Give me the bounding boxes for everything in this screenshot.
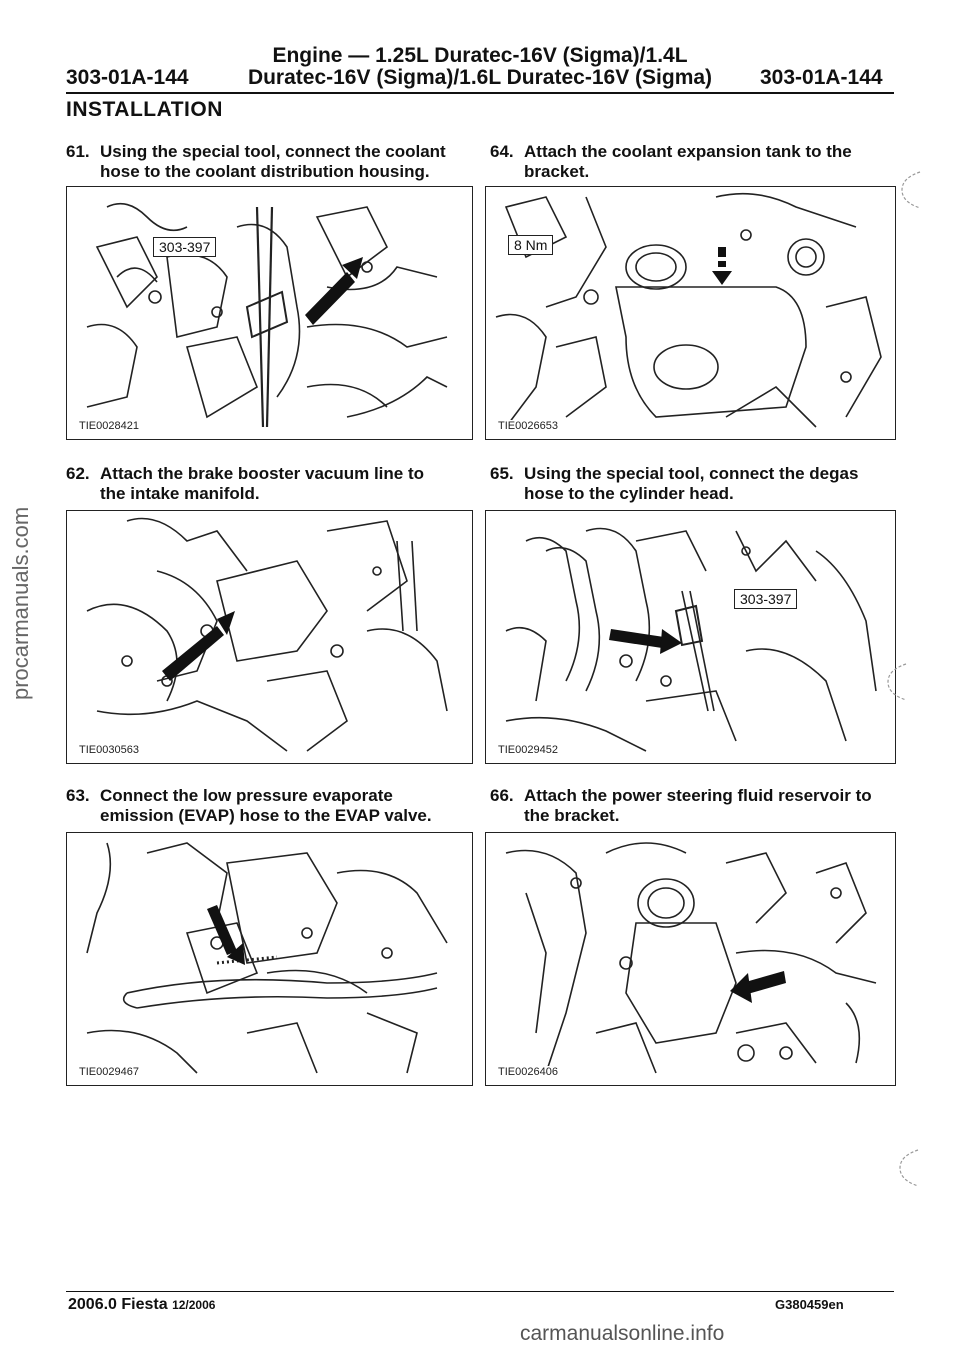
step-number: 64. bbox=[490, 142, 514, 161]
figure-id: TIE0026653 bbox=[496, 420, 560, 432]
step-line2: the bracket. bbox=[524, 806, 620, 825]
figure-63: TIE0029467 bbox=[66, 832, 473, 1086]
scan-mark bbox=[887, 663, 907, 701]
header-title-line2: Duratec-16V (Sigma)/1.6L Duratec-16V (Si… bbox=[247, 66, 713, 89]
step-number: 65. bbox=[490, 464, 514, 483]
scan-mark bbox=[901, 171, 921, 209]
footer-rule bbox=[66, 1291, 894, 1292]
step-number: 61. bbox=[66, 142, 90, 161]
tool-callout: 303-397 bbox=[734, 589, 798, 609]
engine-illustration-64 bbox=[495, 192, 882, 428]
page-code-left: 303-01A-144 bbox=[66, 66, 189, 89]
step-line1: Attach the brake booster vacuum line to bbox=[100, 464, 425, 483]
figure-61: 303-397 TIE0028421 bbox=[66, 186, 473, 440]
footer-date: 12/2006 bbox=[172, 1298, 216, 1312]
step-line1: Using the special tool, connect the cool… bbox=[100, 142, 446, 161]
engine-illustration-65 bbox=[505, 527, 877, 752]
footer-vehicle: 2006.0 Fiesta 12/2006 bbox=[68, 1296, 215, 1314]
figure-62: TIE0030563 bbox=[66, 510, 473, 764]
figure-id: TIE0028421 bbox=[77, 420, 141, 432]
step-line2: bracket. bbox=[524, 162, 590, 181]
step-62-text: 62. Attach the brake booster vacuum line … bbox=[66, 464, 476, 504]
figure-id: TIE0030563 bbox=[77, 744, 141, 756]
figure-64: 8 Nm TIE0026653 bbox=[485, 186, 896, 440]
footer-vehicle-name: 2006.0 Fiesta bbox=[68, 1296, 168, 1313]
step-line2: the intake manifold. bbox=[100, 484, 260, 503]
step-line2: hose to the cylinder head. bbox=[524, 484, 734, 503]
step-line2: hose to the coolant distribution housing… bbox=[100, 162, 430, 181]
side-watermark: procarmanuals.com bbox=[8, 506, 33, 700]
header-rule bbox=[66, 92, 894, 94]
torque-callout: 8 Nm bbox=[508, 235, 554, 255]
section-title: INSTALLATION bbox=[66, 98, 223, 121]
engine-illustration-66 bbox=[505, 842, 877, 1074]
figure-id: TIE0026406 bbox=[496, 1066, 560, 1078]
bottom-watermark: carmanualsonline.info bbox=[520, 1322, 725, 1345]
engine-illustration-62 bbox=[86, 517, 448, 752]
step-line1: Attach the power steering fluid reservoi… bbox=[524, 786, 872, 805]
page-code-right: 303-01A-144 bbox=[760, 66, 883, 89]
figure-id: TIE0029452 bbox=[496, 744, 560, 756]
step-65-text: 65. Using the special tool, connect the d… bbox=[490, 464, 910, 504]
engine-illustration-63 bbox=[86, 842, 448, 1074]
figure-66: TIE0026406 bbox=[485, 832, 896, 1086]
scan-mark bbox=[899, 1149, 919, 1187]
figure-id: TIE0029467 bbox=[77, 1066, 141, 1078]
step-63-text: 63. Connect the low pressure evaporate em… bbox=[66, 786, 476, 826]
step-number: 66. bbox=[490, 786, 514, 805]
step-line2: emission (EVAP) hose to the EVAP valve. bbox=[100, 806, 432, 825]
step-line1: Using the special tool, connect the dega… bbox=[524, 464, 859, 483]
engine-illustration-61 bbox=[86, 202, 448, 428]
step-66-text: 66. Attach the power steering fluid reser… bbox=[490, 786, 910, 826]
step-line1: Attach the coolant expansion tank to the bbox=[524, 142, 852, 161]
header-title-line1: Engine — 1.25L Duratec-16V (Sigma)/1.4L bbox=[272, 44, 688, 67]
step-61-text: 61. Using the special tool, connect the c… bbox=[66, 142, 476, 182]
step-line1: Connect the low pressure evaporate bbox=[100, 786, 393, 805]
figure-65: 303-397 TIE0029452 bbox=[485, 510, 896, 764]
step-number: 63. bbox=[66, 786, 90, 805]
step-64-text: 64. Attach the coolant expansion tank to … bbox=[490, 142, 910, 182]
step-number: 62. bbox=[66, 464, 90, 483]
footer-doc-code: G380459en bbox=[775, 1297, 844, 1312]
tool-callout: 303-397 bbox=[153, 237, 217, 257]
